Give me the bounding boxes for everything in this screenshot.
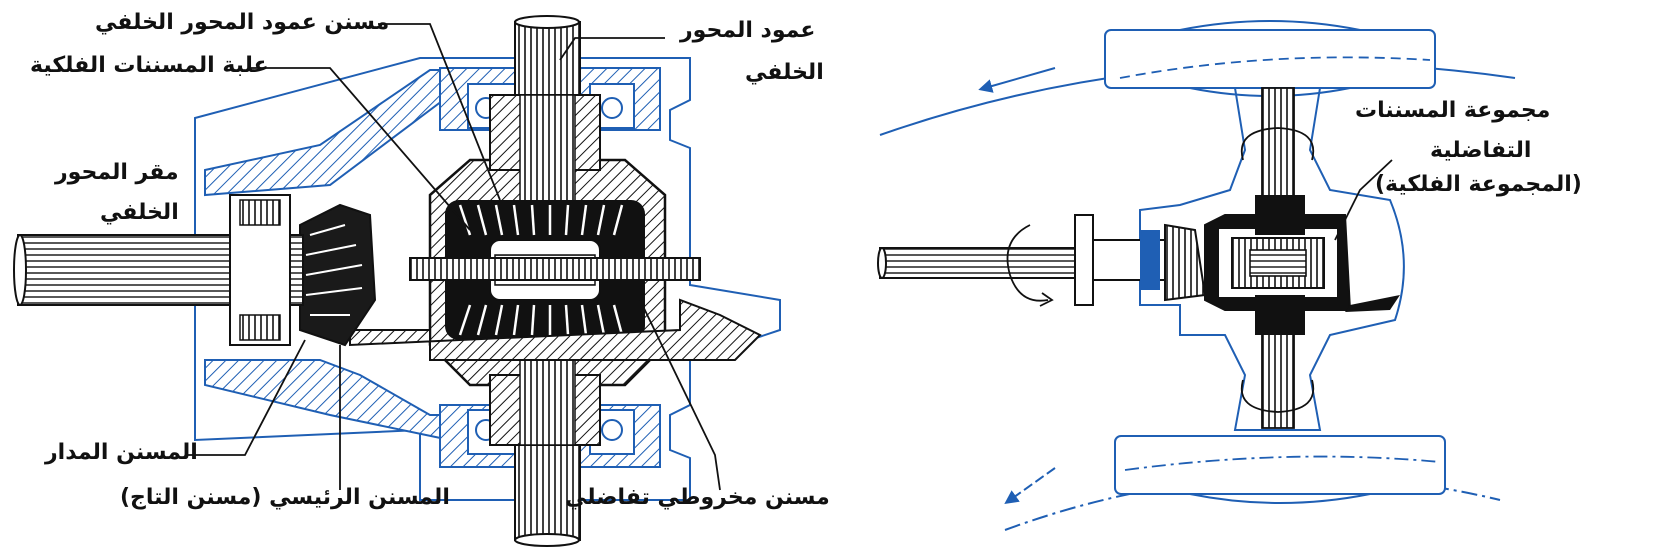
outer-arc-bottom [1004,475,1501,531]
ring-gear [349,298,762,361]
label-rear-axle-shaft-line2: الخلفي [745,60,824,85]
propeller-shaft [879,247,1081,279]
housing-wall-lower [204,359,451,442]
label-ring-gear: المسنن الرئيسي (مسنن التاج) [120,485,450,510]
right-schematic [877,20,1516,531]
label-planetary-cage: علبة المسننات الفلكية [30,53,269,78]
flange [1074,214,1094,306]
label-rear-axle-gear: مسنن عمود المحور الخلفي [95,10,390,35]
label-rear-axle-housing-line1: مقر المحور [55,160,179,185]
axle-housing-outline [1139,87,1405,431]
label-drive-pinion: المسنن المدار [45,440,198,465]
lower-wheel [1114,435,1446,495]
housing-wall-upper [204,69,451,197]
small-pinion [1164,223,1207,302]
drive-pinion [299,203,377,347]
label-rear-axle-shaft-line1: عمود المحور [680,18,816,43]
label-differential-bevel-gear: مسنن مخروطي تفاضلي [565,485,830,510]
left-cross-section [13,15,781,547]
label-differential-set-line3: (المجموعة الفلكية) [1375,172,1582,197]
label-rear-axle-housing-line2: الخلفي [100,200,179,225]
label-differential-set-line1: مجموعة المسننات [1355,98,1551,123]
cross-pin [409,257,701,281]
label-differential-set-line2: التفاضلية [1430,138,1532,163]
leader-lines [185,23,721,491]
